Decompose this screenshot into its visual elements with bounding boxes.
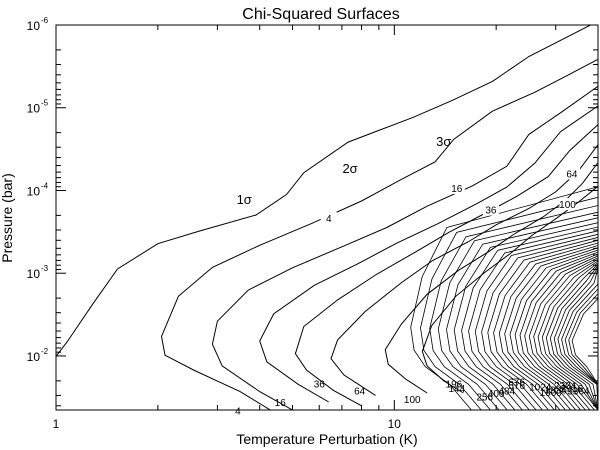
dense-contour-line-25 [557,267,598,410]
sigma-label: 3σ [436,134,451,149]
dense-contour-line-22 [545,263,598,410]
dense-contour-line-17 [524,255,598,410]
contour-line-7 [421,185,598,394]
x-tick-label: 1 [53,417,60,431]
lower-contour-label-100: 100 [404,395,421,406]
dense-contour-line-24 [553,266,598,410]
sigma-label: 1σ [237,192,252,207]
y-tick-label: 10 [27,102,41,116]
contour-line-0 [56,25,592,358]
dense-contour-line-27 [564,270,598,410]
x-axis-label: Temperature Perturbation (K) [236,431,417,447]
lower-contour-label-16: 16 [275,398,287,409]
y-tick-exponent: -5 [41,99,49,108]
contour-label-bg [563,167,580,180]
y-tick-exponent: -4 [41,181,49,190]
contour-label-4: 4 [326,214,332,225]
contour-label-bg [320,211,337,224]
contour-line-1 [160,58,598,410]
dense-contour-line-19 [533,258,598,410]
contour-line-3 [259,105,598,403]
lower-contour-label-2304: 2304 [554,381,577,392]
x-axis-ticks: 1 10 [53,25,599,431]
dense-contour-line-28 [568,271,598,410]
y-tick-exponent: -2 [41,347,49,356]
dense-contour-line-13 [504,247,598,410]
lower-contour-label-36: 36 [314,379,326,390]
dense-contour-line-2 [429,205,598,410]
dense-contour-line-4 [446,217,598,410]
dense-contour-line-3 [437,211,598,410]
lower-contour-label-256: 256 [476,393,493,404]
lower-contour-label-576: 576 [508,381,525,392]
lower-contour-label-2916: 2916 [561,384,584,395]
contour-label-bg [448,182,465,195]
contour-line-6 [384,162,598,394]
lower-contour-label-484: 484 [498,387,515,398]
dense-contour-line-1 [420,196,598,410]
contour-line-2 [211,85,598,410]
contour-label-bg [559,198,576,211]
y-tick-label: 10 [27,184,41,198]
x-tick-label: 10 [388,417,402,431]
dense-contour-line-12 [498,245,598,410]
dense-contour-line-6 [461,226,598,410]
dense-contour-line-8 [474,233,598,410]
dense-contour-line-14 [509,249,598,410]
y-tick-exponent: -6 [41,16,49,25]
contour-label-100: 100 [559,200,576,211]
y-axis-ticks: 10-610-510-410-310-2 [27,16,598,407]
dense-contour-line-9 [481,237,598,410]
lower-contour-label-64: 64 [354,387,366,398]
lower-contour-label-144: 144 [448,384,465,395]
lower-contour-label-4: 4 [235,407,241,418]
y-tick-label: 10 [27,267,41,281]
contour-line-4 [294,124,598,407]
y-axis-label: Pressure (bar) [0,173,15,262]
contour-label-64: 64 [566,169,578,180]
contour-label-bg [482,203,499,216]
dense-contour-line-20 [537,260,598,410]
contour-label-36: 36 [485,206,497,217]
dense-contour-line-5 [453,222,598,410]
lower-contour-label-3364: 3364 [567,387,590,398]
dense-contour-line-18 [528,257,598,410]
dense-contour-line-16 [519,253,598,410]
plot-frame [55,24,599,411]
dense-contour-line-23 [549,265,598,410]
contour-label-16: 16 [451,184,463,195]
dense-contour-line-26 [561,269,598,410]
y-tick-label: 10 [27,350,41,364]
sigma-label: 2σ [342,161,357,176]
chart-title: Chi-Squared Surfaces [242,6,399,23]
dense-contour-line-15 [514,251,598,410]
lower-contour-label-1936: 1936 [545,385,568,396]
lower-contour-label-1600: 1600 [540,388,563,399]
dense-contour-line-21 [541,262,598,410]
lower-contour-label-400: 400 [488,389,505,400]
lower-contour-label-1024: 1024 [529,382,552,393]
y-tick-label: 10 [27,19,41,33]
contour-lines [56,25,598,410]
dense-contour-line-11 [493,242,598,410]
lower-contour-label-196: 196 [446,379,463,390]
dense-contour-line-29 [571,272,598,410]
lower-contour-label-676: 676 [508,378,525,389]
y-tick-exponent: -3 [41,264,49,273]
contour-line-5 [330,144,598,396]
dense-contour-line-7 [468,230,598,410]
dense-contour-line-0 [410,186,598,410]
dense-contour-line-10 [487,239,598,410]
